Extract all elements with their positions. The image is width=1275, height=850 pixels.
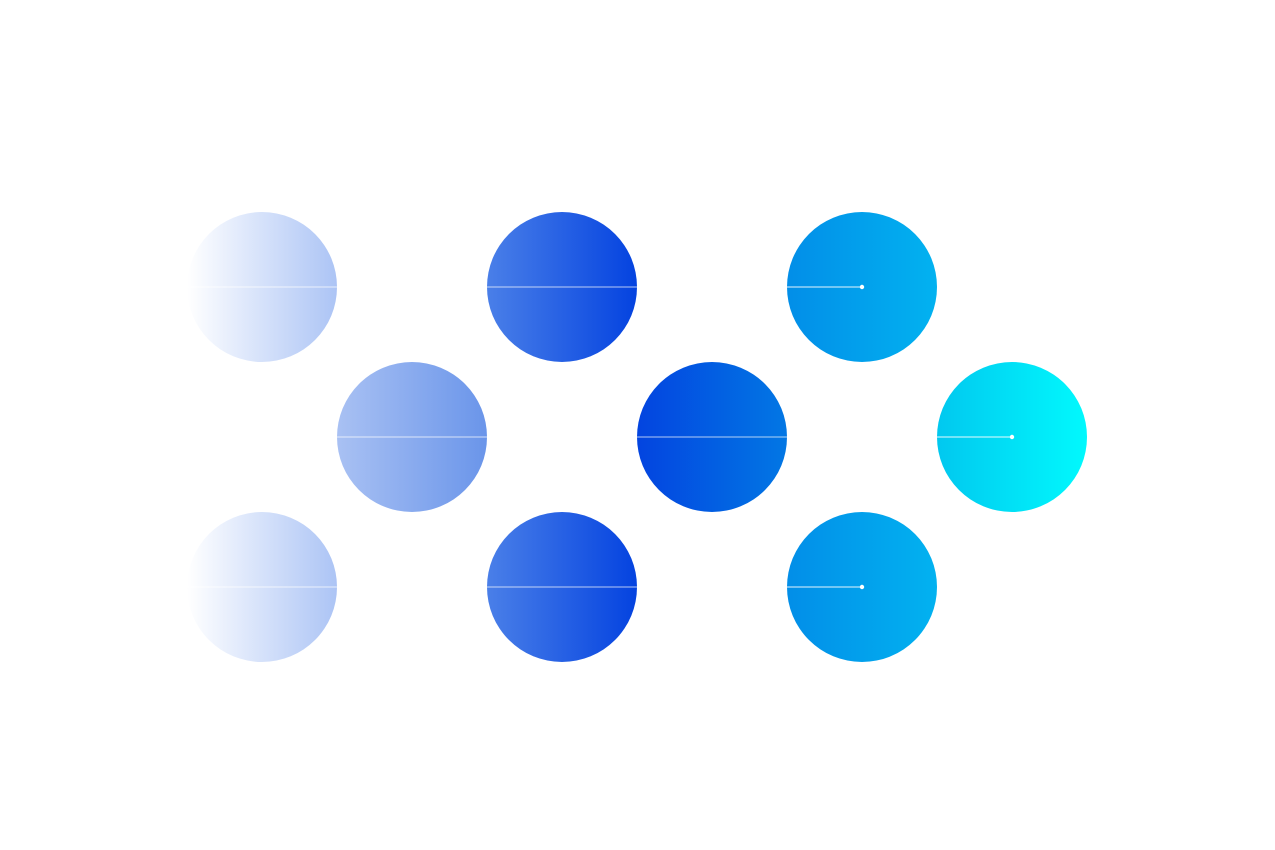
circle-top-middle <box>487 212 637 362</box>
circle-bottom-middle <box>487 512 637 662</box>
circles-group <box>187 212 1087 662</box>
circle-middle-right-center-dot <box>1009 434 1015 440</box>
circle-bottom-left <box>187 512 337 662</box>
circle-bottom-right <box>787 512 937 662</box>
circle-bottom-right-center-dot <box>859 584 865 590</box>
circle-middle-right <box>937 362 1087 512</box>
circle-center <box>637 362 787 512</box>
circle-top-left <box>187 212 337 362</box>
circle-middle-left <box>337 362 487 512</box>
circle-top-right <box>787 212 937 362</box>
circle-top-right-center-dot <box>859 284 865 290</box>
